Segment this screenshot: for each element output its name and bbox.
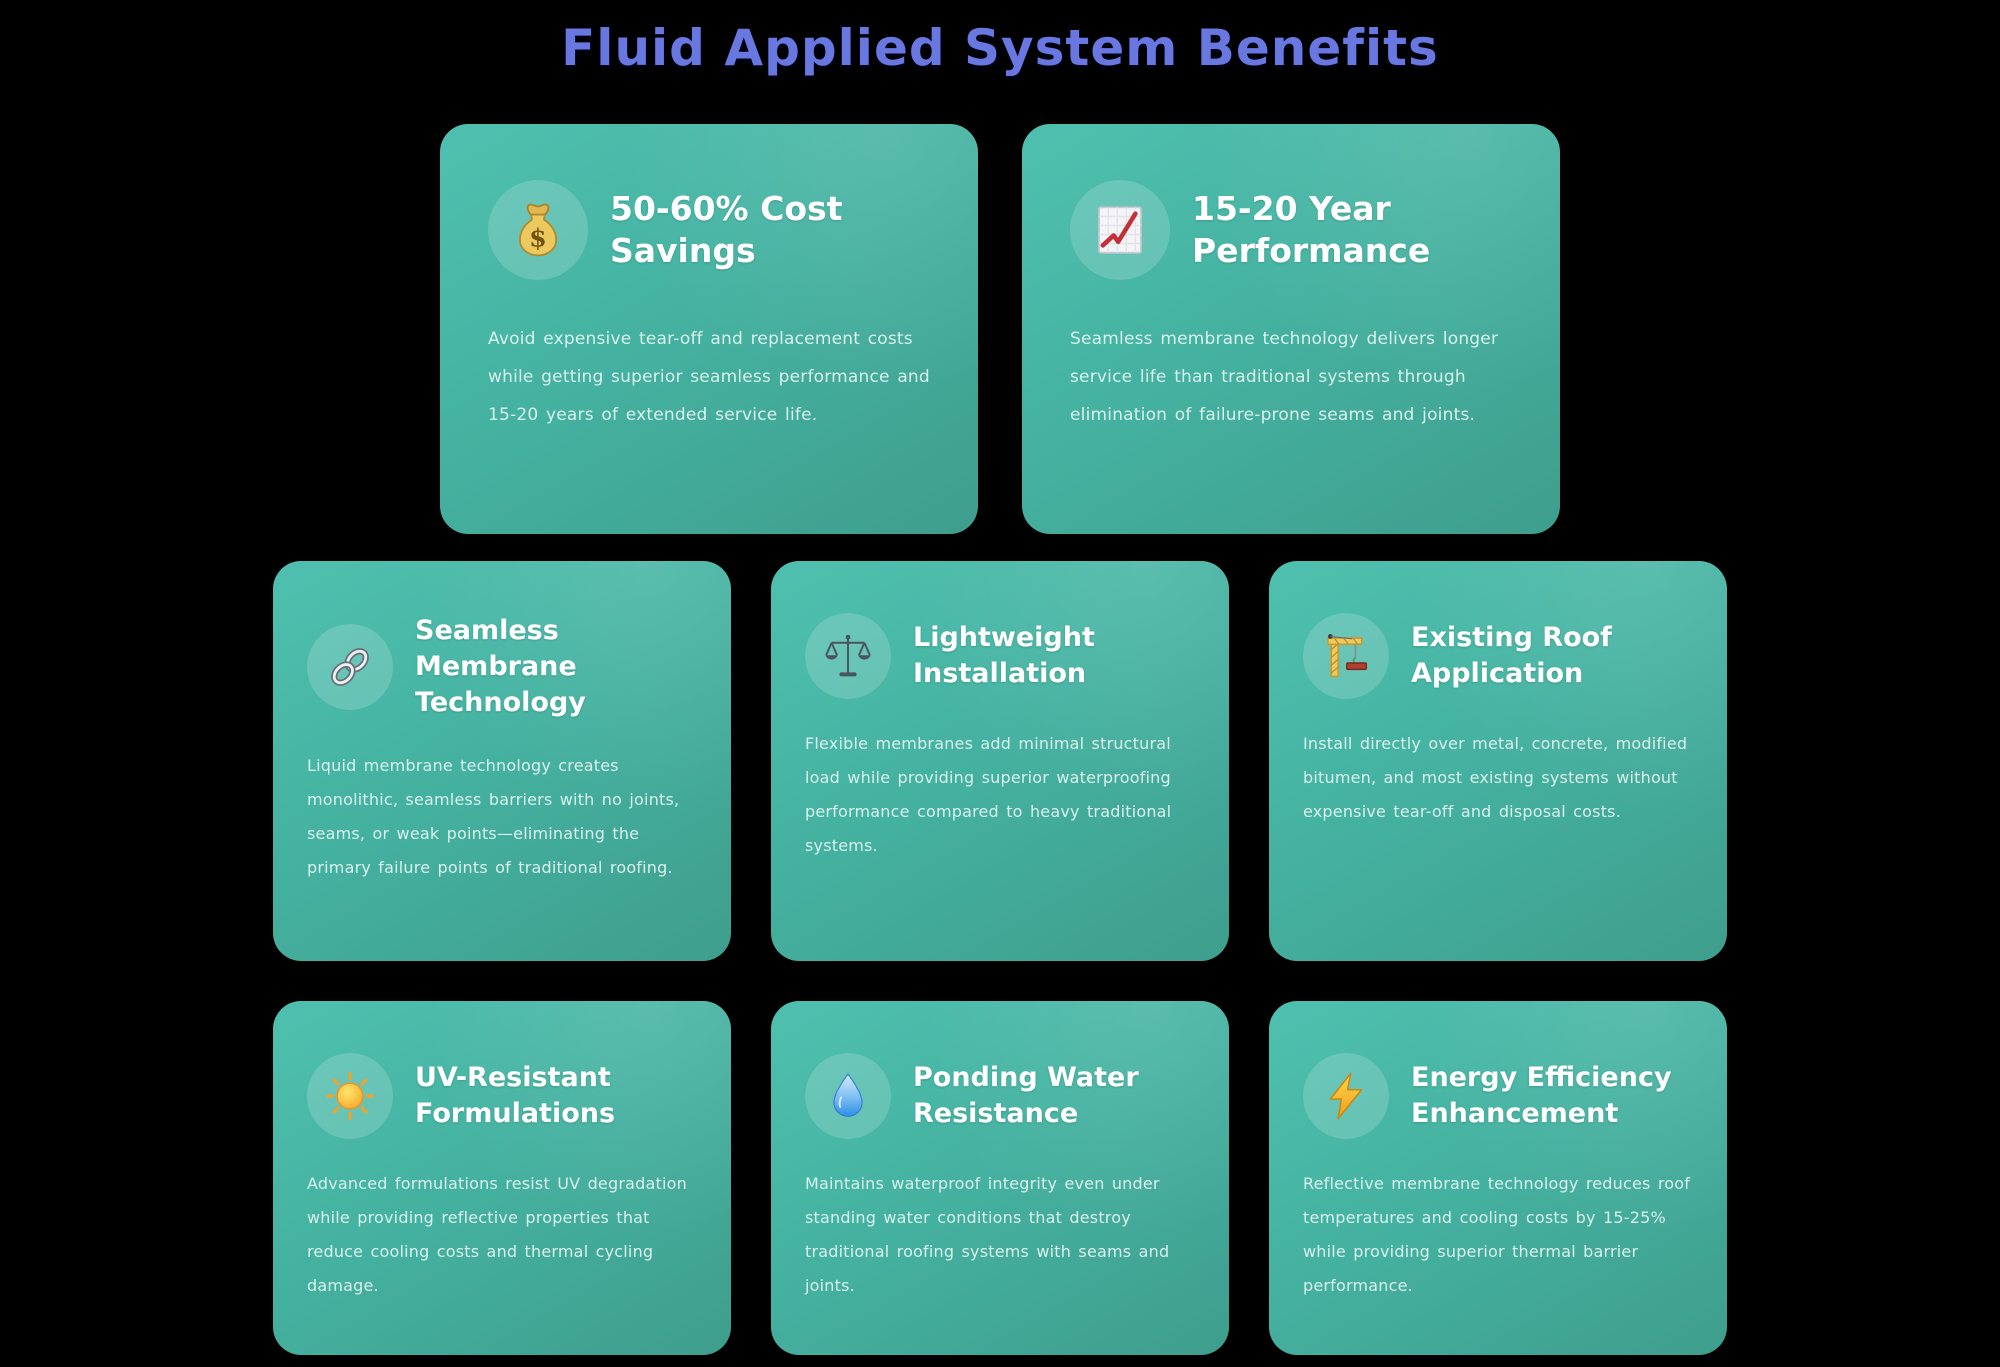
card-title: Lightweight Installation: [913, 622, 1095, 689]
chart-increasing-icon: [1070, 180, 1170, 280]
benefit-card-ponding-water: Ponding Water Resistance Maintains water…: [771, 1001, 1229, 1355]
card-header: $ 50-60% Cost Savings: [488, 180, 930, 280]
benefit-card-energy-efficiency: Energy Efficiency Enhancement Reflective…: [1269, 1001, 1727, 1355]
cards-row-1: $ 50-60% Cost Savings Avoid expensive te…: [0, 124, 2000, 534]
card-description: Maintains waterproof integrity even unde…: [805, 1174, 1170, 1295]
page-title: Fluid Applied System Benefits: [561, 19, 1439, 77]
card-header: Ponding Water Resistance: [805, 1053, 1195, 1139]
card-title: Existing Roof Application: [1411, 622, 1612, 689]
card-description: Seamless membrane technology delivers lo…: [1070, 329, 1499, 425]
droplet-icon: [805, 1053, 891, 1139]
card-description: Liquid membrane technology creates monol…: [307, 756, 680, 877]
benefit-card-uv-resistant: UV-Resistant Formulations Advanced formu…: [273, 1001, 731, 1355]
card-description: Flexible membranes add minimal structura…: [805, 734, 1172, 855]
benefit-card-existing-roof: Existing Roof Application Install direct…: [1269, 561, 1727, 961]
benefit-card-performance: 15-20 Year Performance Seamless membrane…: [1022, 124, 1560, 534]
cards-row-2: Seamless Membrane Technology Liquid memb…: [0, 561, 2000, 961]
cards-grid: $ 50-60% Cost Savings Avoid expensive te…: [0, 124, 2000, 1355]
card-title: 50-60% Cost Savings: [610, 189, 843, 270]
card-header: UV-Resistant Formulations: [307, 1053, 697, 1139]
card-header: Existing Roof Application: [1303, 613, 1693, 699]
money-bag-icon: $: [488, 180, 588, 280]
card-title: Ponding Water Resistance: [913, 1062, 1139, 1129]
card-description: Advanced formulations resist UV degradat…: [307, 1174, 687, 1295]
crane-icon: [1303, 613, 1389, 699]
svg-text:$: $: [529, 222, 547, 252]
card-title: Seamless Membrane Technology: [415, 615, 586, 718]
benefit-card-seamless-membrane: Seamless Membrane Technology Liquid memb…: [273, 561, 731, 961]
card-header: Energy Efficiency Enhancement: [1303, 1053, 1693, 1139]
card-header: Seamless Membrane Technology: [307, 613, 697, 721]
card-title: UV-Resistant Formulations: [415, 1062, 616, 1129]
card-header: Lightweight Installation: [805, 613, 1195, 699]
lightning-icon: [1303, 1053, 1389, 1139]
card-description: Avoid expensive tear-off and replacement…: [488, 329, 930, 425]
sun-icon: [307, 1053, 393, 1139]
card-description: Reflective membrane technology reduces r…: [1303, 1174, 1691, 1295]
balance-scale-icon: [805, 613, 891, 699]
benefit-card-lightweight: Lightweight Installation Flexible membra…: [771, 561, 1229, 961]
benefit-card-cost-savings: $ 50-60% Cost Savings Avoid expensive te…: [440, 124, 978, 534]
card-title: 15-20 Year Performance: [1192, 189, 1431, 270]
card-header: 15-20 Year Performance: [1070, 180, 1512, 280]
link-icon: [307, 624, 393, 710]
card-description: Install directly over metal, concrete, m…: [1303, 734, 1688, 821]
card-title: Energy Efficiency Enhancement: [1411, 1062, 1672, 1129]
cards-row-3: UV-Resistant Formulations Advanced formu…: [0, 1001, 2000, 1355]
